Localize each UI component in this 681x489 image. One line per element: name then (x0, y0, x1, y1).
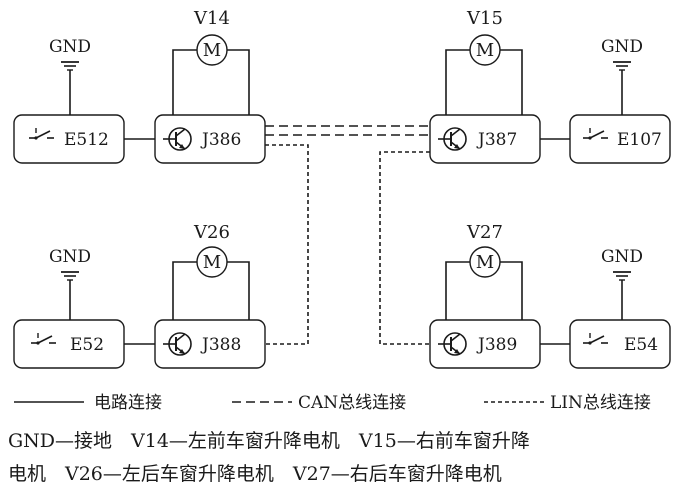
switch-e52-label: E52 (70, 335, 104, 355)
ground-icon (60, 61, 80, 71)
switch-e52: E52 (13, 319, 125, 369)
motor-v26: V26 M (172, 222, 250, 320)
motor-v14-label: V14 (193, 8, 230, 29)
window-lift-diagram: GND E512 J386 V14 M V15 M J387 E107 (13, 8, 671, 413)
module-j386: J386 (154, 114, 266, 164)
motor-v27-label: V27 (466, 222, 503, 243)
legend: 电路连接 CAN总线连接 LIN总线连接 (14, 393, 651, 413)
ground-e512: GND (49, 37, 91, 115)
motor-symbol: M (476, 40, 494, 61)
ground-icon (612, 271, 632, 281)
ground-icon (612, 61, 632, 71)
switch-e107-label: E107 (617, 130, 662, 150)
ground-e107: GND (601, 37, 643, 115)
switch-e512-label: E512 (64, 130, 109, 150)
module-j387-label: J387 (476, 130, 517, 150)
motor-symbol: M (203, 252, 221, 273)
caption-line-1: GND—接地 V14—左前车窗升降电机 V15—右前车窗升降 (8, 430, 530, 452)
caption-line-2: 电机 V26—左后车窗升降电机 V27—右后车窗升降电机 (8, 463, 502, 485)
switch-e512: E512 (13, 114, 125, 164)
motor-v15-label: V15 (466, 8, 503, 29)
motor-symbol: M (203, 40, 221, 61)
ground-label: GND (601, 247, 643, 267)
motor-v26-label: V26 (193, 222, 230, 243)
ground-icon (60, 271, 80, 281)
motor-v27: V27 M (445, 222, 523, 320)
switch-e107: E107 (569, 114, 671, 164)
module-j388-label: J388 (200, 335, 241, 355)
ground-label: GND (601, 37, 643, 57)
module-j389: J389 (429, 319, 541, 369)
module-j389-label: J389 (476, 335, 517, 355)
ground-e52: GND (49, 247, 91, 320)
can-bus-lines (265, 125, 430, 136)
ground-label: GND (49, 37, 91, 57)
motor-symbol: M (476, 252, 494, 273)
switch-e54-label: E54 (624, 335, 658, 355)
ground-e54: GND (601, 247, 643, 320)
motor-v14: V14 M (172, 8, 250, 115)
ground-label: GND (49, 247, 91, 267)
module-j387: J387 (429, 114, 541, 164)
legend-can-label: CAN总线连接 (298, 393, 406, 413)
legend-circuit-label: 电路连接 (94, 393, 162, 413)
lin-bus-lines (265, 144, 430, 345)
motor-v15: V15 M (445, 8, 523, 115)
module-j386-label: J386 (200, 130, 241, 150)
module-j388: J388 (154, 319, 266, 369)
switch-e54: E54 (569, 319, 671, 369)
legend-lin-label: LIN总线连接 (550, 393, 651, 413)
